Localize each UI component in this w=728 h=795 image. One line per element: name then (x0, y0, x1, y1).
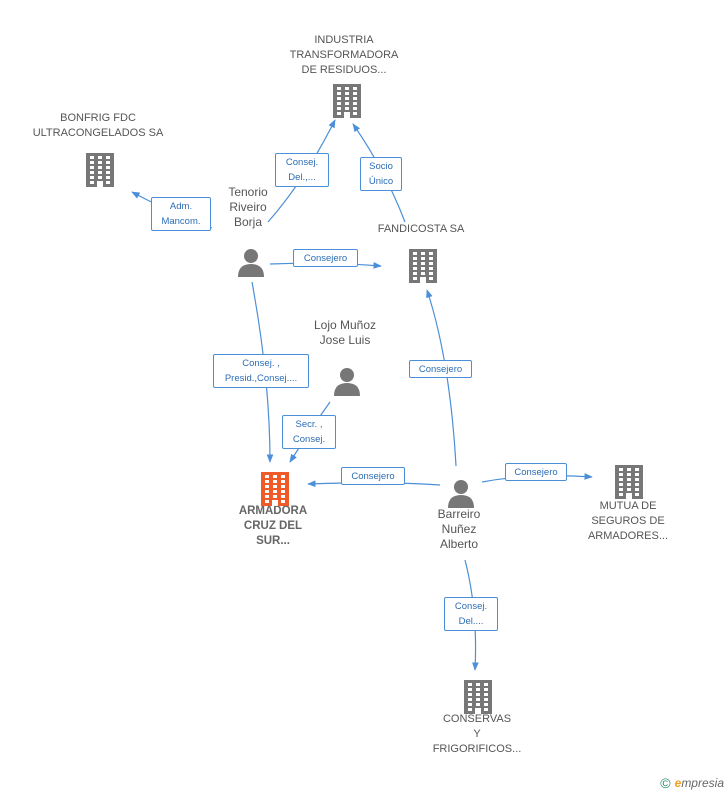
edge-label-tenorio-fandicosta[interactable]: Consejero (293, 249, 358, 267)
edge-label-tenorio-bonfrig[interactable]: Adm. Mancom. (151, 197, 211, 231)
edge-label-barreiro-armadora[interactable]: Consejero (341, 467, 405, 485)
edge-label-barreiro-mutua[interactable]: Consejero (505, 463, 567, 481)
node-label-line: SUR... (256, 535, 290, 547)
edge-label-tenorio-industria[interactable]: Consej. Del.,... (275, 153, 329, 187)
edge-label-line: Mancom. (161, 216, 201, 227)
person-icon[interactable] (446, 478, 476, 513)
node-label-line: ARMADORA (238, 505, 308, 517)
node-label-line: TRANSFORMADORA (289, 49, 399, 61)
edge-label-barreiro-fandicosta[interactable]: Consejero (409, 360, 472, 378)
edge-label-line: Consej. (454, 601, 488, 612)
node-label-line: BONFRIG FDC (60, 112, 136, 124)
footer-brand: © empresia (660, 775, 724, 791)
node-label-conservas[interactable]: CONSERVAS Y FRIGORIFICOS... (422, 712, 532, 757)
node-label-bonfrig[interactable]: BONFRIG FDC ULTRACONGELADOS SA (23, 111, 173, 141)
building-icon[interactable] (85, 153, 115, 192)
edge-label-line: Socio (369, 161, 393, 172)
edge-label-line: Consej. (285, 157, 319, 168)
node-label-line: Borja (233, 215, 262, 229)
edge-label-line: Consejero (303, 253, 348, 264)
edge-label-line: Secr. , (295, 419, 323, 430)
person-icon[interactable] (332, 366, 362, 401)
node-label-line: Lojo Muñoz (313, 318, 377, 332)
building-icon[interactable] (408, 249, 438, 288)
node-label-line: ARMADORES... (587, 530, 669, 542)
node-label-line: CONSERVAS (442, 713, 512, 725)
node-label-line: Riveiro (229, 200, 267, 214)
node-label-fandicosta[interactable]: FANDICOSTA SA (371, 222, 471, 237)
node-label-line: FANDICOSTA SA (377, 223, 465, 235)
building-icon[interactable] (463, 680, 493, 719)
node-label-line: INDUSTRIA (314, 34, 374, 46)
edge-label-line: Consejero (351, 471, 395, 482)
edge-label-lojo-armadora[interactable]: Secr. , Consej. (282, 415, 336, 449)
node-label-line: Nuñez (441, 522, 477, 536)
node-label-line: FRIGORIFICOS... (432, 743, 522, 755)
node-label-line: CRUZ DEL (243, 520, 303, 532)
node-label-mutua[interactable]: MUTUA DE SEGUROS DE ARMADORES... (578, 499, 678, 544)
node-label-armadora[interactable]: ARMADORA CRUZ DEL SUR... (228, 504, 318, 549)
node-label-line: DE RESIDUOS... (301, 64, 387, 76)
node-label-line: Barreiro (437, 507, 481, 521)
edge-label-line: Presid.,Consej.... (224, 373, 298, 384)
node-label-line: MUTUA DE (599, 500, 657, 512)
building-icon[interactable] (260, 472, 290, 511)
node-label-line: ULTRACONGELADOS SA (32, 127, 164, 139)
node-label-line: Jose Luis (319, 333, 371, 347)
edge-label-line: Adm. (169, 201, 193, 212)
node-label-industria[interactable]: INDUSTRIA TRANSFORMADORA DE RESIDUOS... (279, 33, 409, 78)
copyright-icon: © (660, 775, 671, 791)
node-label-line: Alberto (439, 537, 479, 551)
edge-label-line: Único (368, 176, 394, 187)
edge-label-line: Del.... (458, 616, 484, 627)
edge-label-line: Consej. (292, 434, 326, 445)
edge-label-line: Consejero (514, 467, 558, 478)
person-icon[interactable] (236, 247, 266, 282)
edge-barreiro-fandicosta (426, 289, 457, 467)
node-label-line: Y (473, 728, 481, 740)
edge-label-line: Del.,... (288, 172, 316, 183)
edge-label-line: Consej. , (242, 358, 280, 369)
edge-label-barreiro-conservas[interactable]: Consej. Del.... (444, 597, 498, 631)
node-label-line: SEGUROS DE (591, 515, 665, 527)
edge-label-line: Consejero (418, 364, 463, 375)
node-label-line: Tenorio (228, 185, 268, 199)
building-icon[interactable] (332, 84, 362, 123)
edge-label-tenorio-armadora[interactable]: Consej. , Presid.,Consej.... (213, 354, 309, 388)
empresia-logo[interactable]: empresia (674, 776, 724, 790)
building-icon[interactable] (614, 465, 644, 504)
